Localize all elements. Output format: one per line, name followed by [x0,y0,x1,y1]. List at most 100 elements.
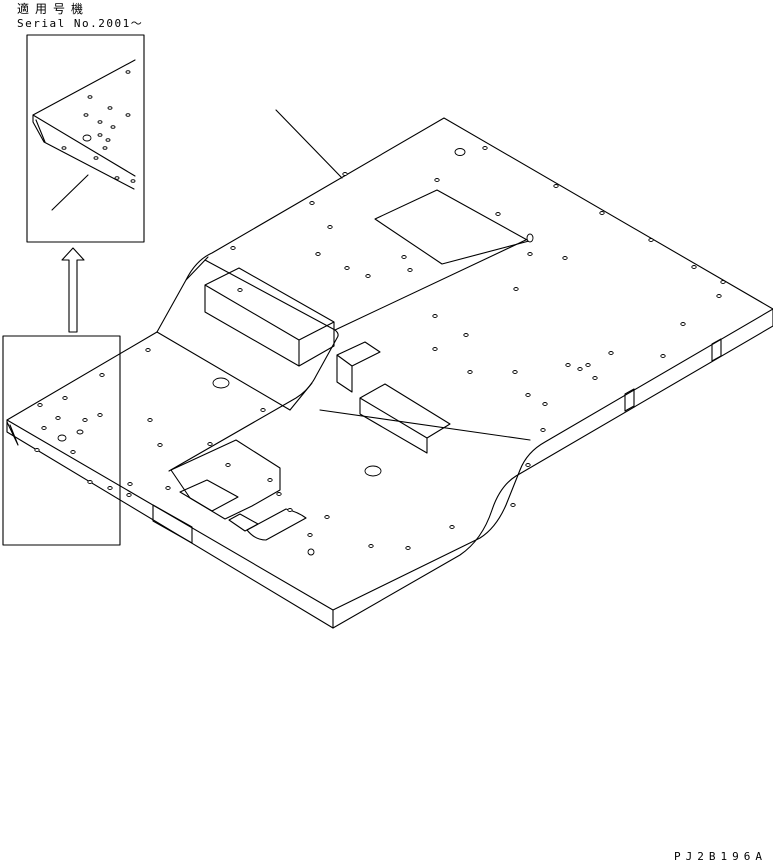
bolt-hole [716,294,722,298]
large-hole [454,148,466,156]
bolt-hole [267,478,273,482]
bolt-hole [324,515,330,519]
bolt-hole [207,442,213,446]
frame-step-line-left [156,331,291,411]
bolt-hole [126,493,132,497]
bolt-hole [87,480,93,484]
hole [57,434,67,442]
inset-leader-line [51,174,89,211]
bolt-hole [342,172,348,176]
bolt-hole [577,367,583,371]
bolt-hole [585,363,591,367]
front-bracket [204,267,335,367]
inset-frame [26,34,145,243]
bolt-hole [145,348,151,352]
drawing-code: PJ2B196A [674,850,767,863]
inset-detail-view [26,34,145,243]
bolt-hole [401,255,407,259]
bolt-hole [527,252,533,256]
bolt-hole [276,492,282,496]
bolt-hole [405,546,411,550]
bolt-hole [691,265,697,269]
large-hole [212,377,230,389]
bolt-hole [648,238,654,242]
frame-upper-ridge [334,237,531,331]
front-nameplate [152,504,193,544]
lower-cutout-slot [179,479,239,512]
bolt-hole [97,413,103,417]
bolt-hole [37,403,43,407]
inset-holes [61,70,136,183]
bolt-hole [287,508,293,512]
bolt-hole [327,225,333,229]
hole [307,548,315,556]
inset-plate-corner [32,59,136,190]
bolt-hole [365,274,371,278]
bolt-hole [309,201,315,205]
bolt-stud [526,233,534,243]
large-hole [364,465,382,477]
bolt-hole [512,370,518,374]
bolt-hole [230,246,236,250]
bolt-hole [495,212,501,216]
frame-center-ridge [168,259,339,472]
bolt-hole [147,418,153,422]
frame-top-right-edge [332,308,773,611]
applicable-models-label: 適用号機 [17,2,90,16]
bolt-hole [449,525,455,529]
bolt-hole [315,252,321,256]
side-tabs [624,338,722,412]
bolt-hole [432,347,438,351]
bolt-hole [41,426,47,430]
bolt-hole [540,428,546,432]
bolt-hole [434,178,440,182]
bolt-hole [107,486,113,490]
arrow-up-icon [61,247,85,333]
frame-lower-ridge [319,409,531,441]
detail-highlight-box [2,335,121,546]
bolt-hole [510,503,516,507]
lower-cutout-plate [170,439,281,520]
bolt-hole [463,333,469,337]
bolt-hole [157,443,163,447]
bolt-hole [720,280,726,284]
rounded-cutout [246,508,307,541]
bolt-hole [225,463,231,467]
bolt-hole [165,486,171,490]
bolt-hole [307,533,313,537]
bolt-hole [82,418,88,422]
bolt-hole [565,363,571,367]
bolt-hole [660,354,666,358]
frame-step-crease-mid [289,382,313,411]
frame-right-edge [332,308,773,629]
bolt-hole [592,376,598,380]
bolt-hole [680,322,686,326]
bolt-hole [344,266,350,270]
mounting-holes [57,148,466,556]
floor-frame-main [6,109,773,629]
bolt-hole [127,482,133,486]
bolt-hole [99,373,105,377]
bolt-hole [599,211,605,215]
bolt-hole [525,393,531,397]
bolt-hole [482,146,488,150]
frame-front-edge [6,419,334,629]
bolt-hole [260,408,266,412]
bolt-hole [432,314,438,318]
bolt-hole [608,351,614,355]
small-holes [34,146,726,550]
serial-number-label: Serial No.2001～ [17,17,144,30]
bolt-hole [62,396,68,400]
bolt-hole [55,416,61,420]
bolt-hole [407,268,413,272]
bolt-hole [34,448,40,452]
bolt-hole [513,287,519,291]
hole [76,429,84,435]
bolt-hole [525,463,531,467]
bolt-hole [237,288,243,292]
bolt-hole [368,544,374,548]
small-square-cutout [228,513,259,532]
frame-corner-bevel [6,421,19,446]
bolt-hole [562,256,568,260]
